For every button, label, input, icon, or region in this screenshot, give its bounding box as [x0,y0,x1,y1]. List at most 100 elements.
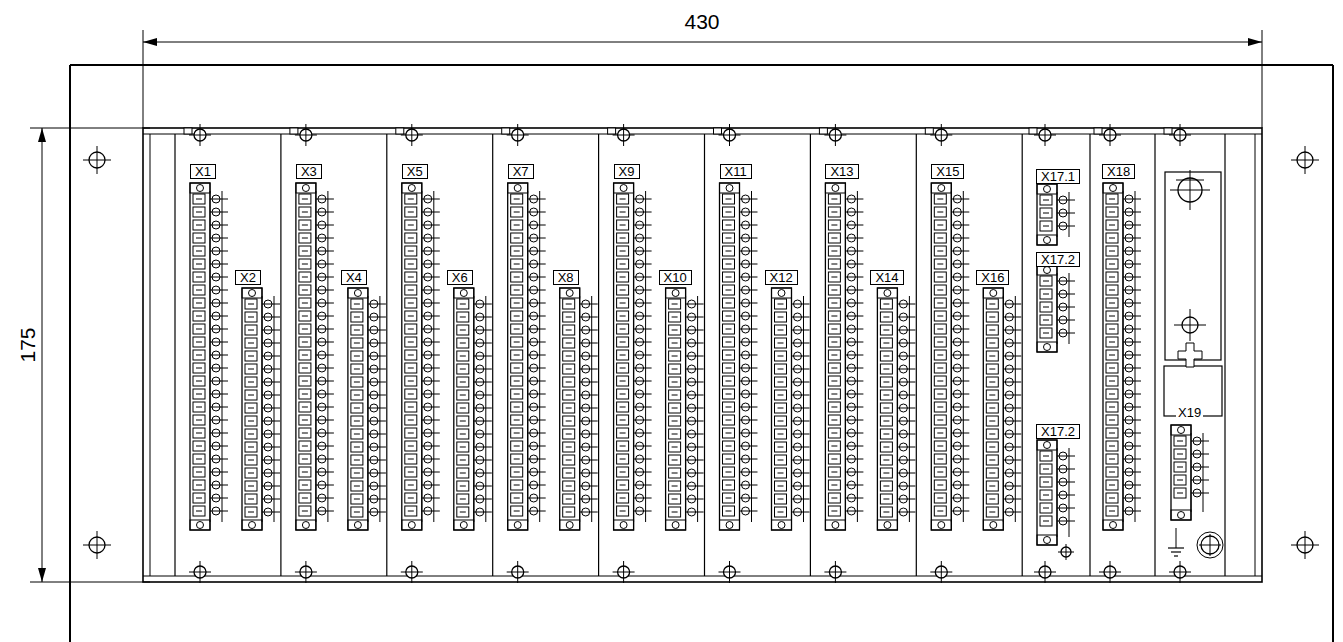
dimension-line [42,128,43,582]
side-line [150,134,151,576]
terminal-tag: X5 [402,164,428,179]
terminal-tag: X2 [235,270,261,285]
dimension-arrow [38,128,46,142]
card-edge [280,134,281,576]
center-mark [623,561,624,583]
cover-mark [1176,180,1204,181]
card-edge [1154,134,1155,576]
terminal-strip [666,288,704,530]
connector-cover [1165,172,1221,360]
ground-symbol [1171,551,1181,552]
ground-symbol [1174,555,1178,556]
terminal-strip [402,183,440,530]
center-mark [623,124,624,146]
rail-notch [290,128,298,134]
center-mark [1110,124,1111,146]
ground-symbol [1176,528,1177,548]
terminal-strip [454,288,492,530]
terminal-strip [614,183,652,530]
card-edge [1022,134,1023,576]
terminal-tag: X11 [720,164,752,179]
center-mark [97,146,98,174]
center-mark [305,561,306,583]
center-mark [411,124,412,146]
terminal-strip [242,288,280,530]
dimension-line [143,42,1262,43]
card-edge [704,134,705,576]
center-mark [200,561,201,583]
terminal-strip [1037,184,1075,245]
center-mark [835,124,836,146]
terminal-strip [877,288,915,530]
dimension-value: 175 [17,324,39,365]
ground-symbol [1168,547,1184,548]
center-mark [941,561,942,583]
rail-notch [502,128,510,134]
terminal-strip [508,183,546,530]
rail-notch [925,128,933,134]
center-mark [1045,561,1046,583]
center-mark [1305,146,1306,174]
terminal-tag: X15 [931,164,964,179]
rail-notch [1029,128,1037,134]
rail-notch [1164,128,1172,134]
center-mark [517,561,518,583]
card-edge [492,134,493,576]
terminal-tag: X12 [765,270,798,285]
terminal-tag: X14 [870,270,903,285]
card-edge [174,134,175,576]
terminal-tag: X17.2 [1036,424,1080,439]
center-mark [97,531,98,559]
extension-line [30,582,150,583]
terminal-strip [720,183,758,530]
terminal-strip [825,183,863,530]
rack-frame [143,128,1262,582]
center-mark [1110,561,1111,583]
rail-notch [396,128,404,134]
plate-edge [1332,65,1334,642]
center-mark [1066,544,1067,560]
dimension-arrow [1248,38,1262,46]
center-mark [1045,124,1046,146]
rail-notch [819,128,827,134]
center-mark [1210,534,1211,556]
terminal-tag: X10 [659,270,692,285]
terminal-tag: X9 [614,164,640,179]
plate-edge [70,64,1333,66]
card-edge [1089,134,1090,576]
terminal-strip [931,183,969,530]
card-edge [1224,134,1225,576]
side-line [1255,134,1256,576]
terminal-tag: X8 [553,270,579,285]
center-mark [517,124,518,146]
terminal-tag: X17.2 [1036,252,1080,267]
terminal-strip [560,288,598,530]
terminal-strip [190,183,228,530]
dimension-arrow [38,568,46,582]
terminal-tag: X13 [825,164,858,179]
terminal-tag: X1 [190,164,216,179]
card-edge [916,134,917,576]
terminal-strip [1103,183,1141,530]
rail-notch [1094,128,1102,134]
extension-line [143,30,144,128]
terminal-tag: X16 [976,270,1009,285]
rail-notch [608,128,616,134]
center-mark [1190,170,1191,210]
center-mark [200,124,201,146]
center-mark [941,124,942,146]
extension-line [30,128,150,129]
terminal-strip [348,288,386,530]
center-mark [411,561,412,583]
card-edge [386,134,387,576]
center-mark [729,561,730,583]
terminal-strip [983,288,1021,530]
terminal-strip [1037,440,1075,545]
ground-screw [1197,532,1223,558]
center-mark [1305,531,1306,559]
rail-notch [714,128,722,134]
center-mark [1180,561,1181,583]
center-mark [1180,124,1181,146]
